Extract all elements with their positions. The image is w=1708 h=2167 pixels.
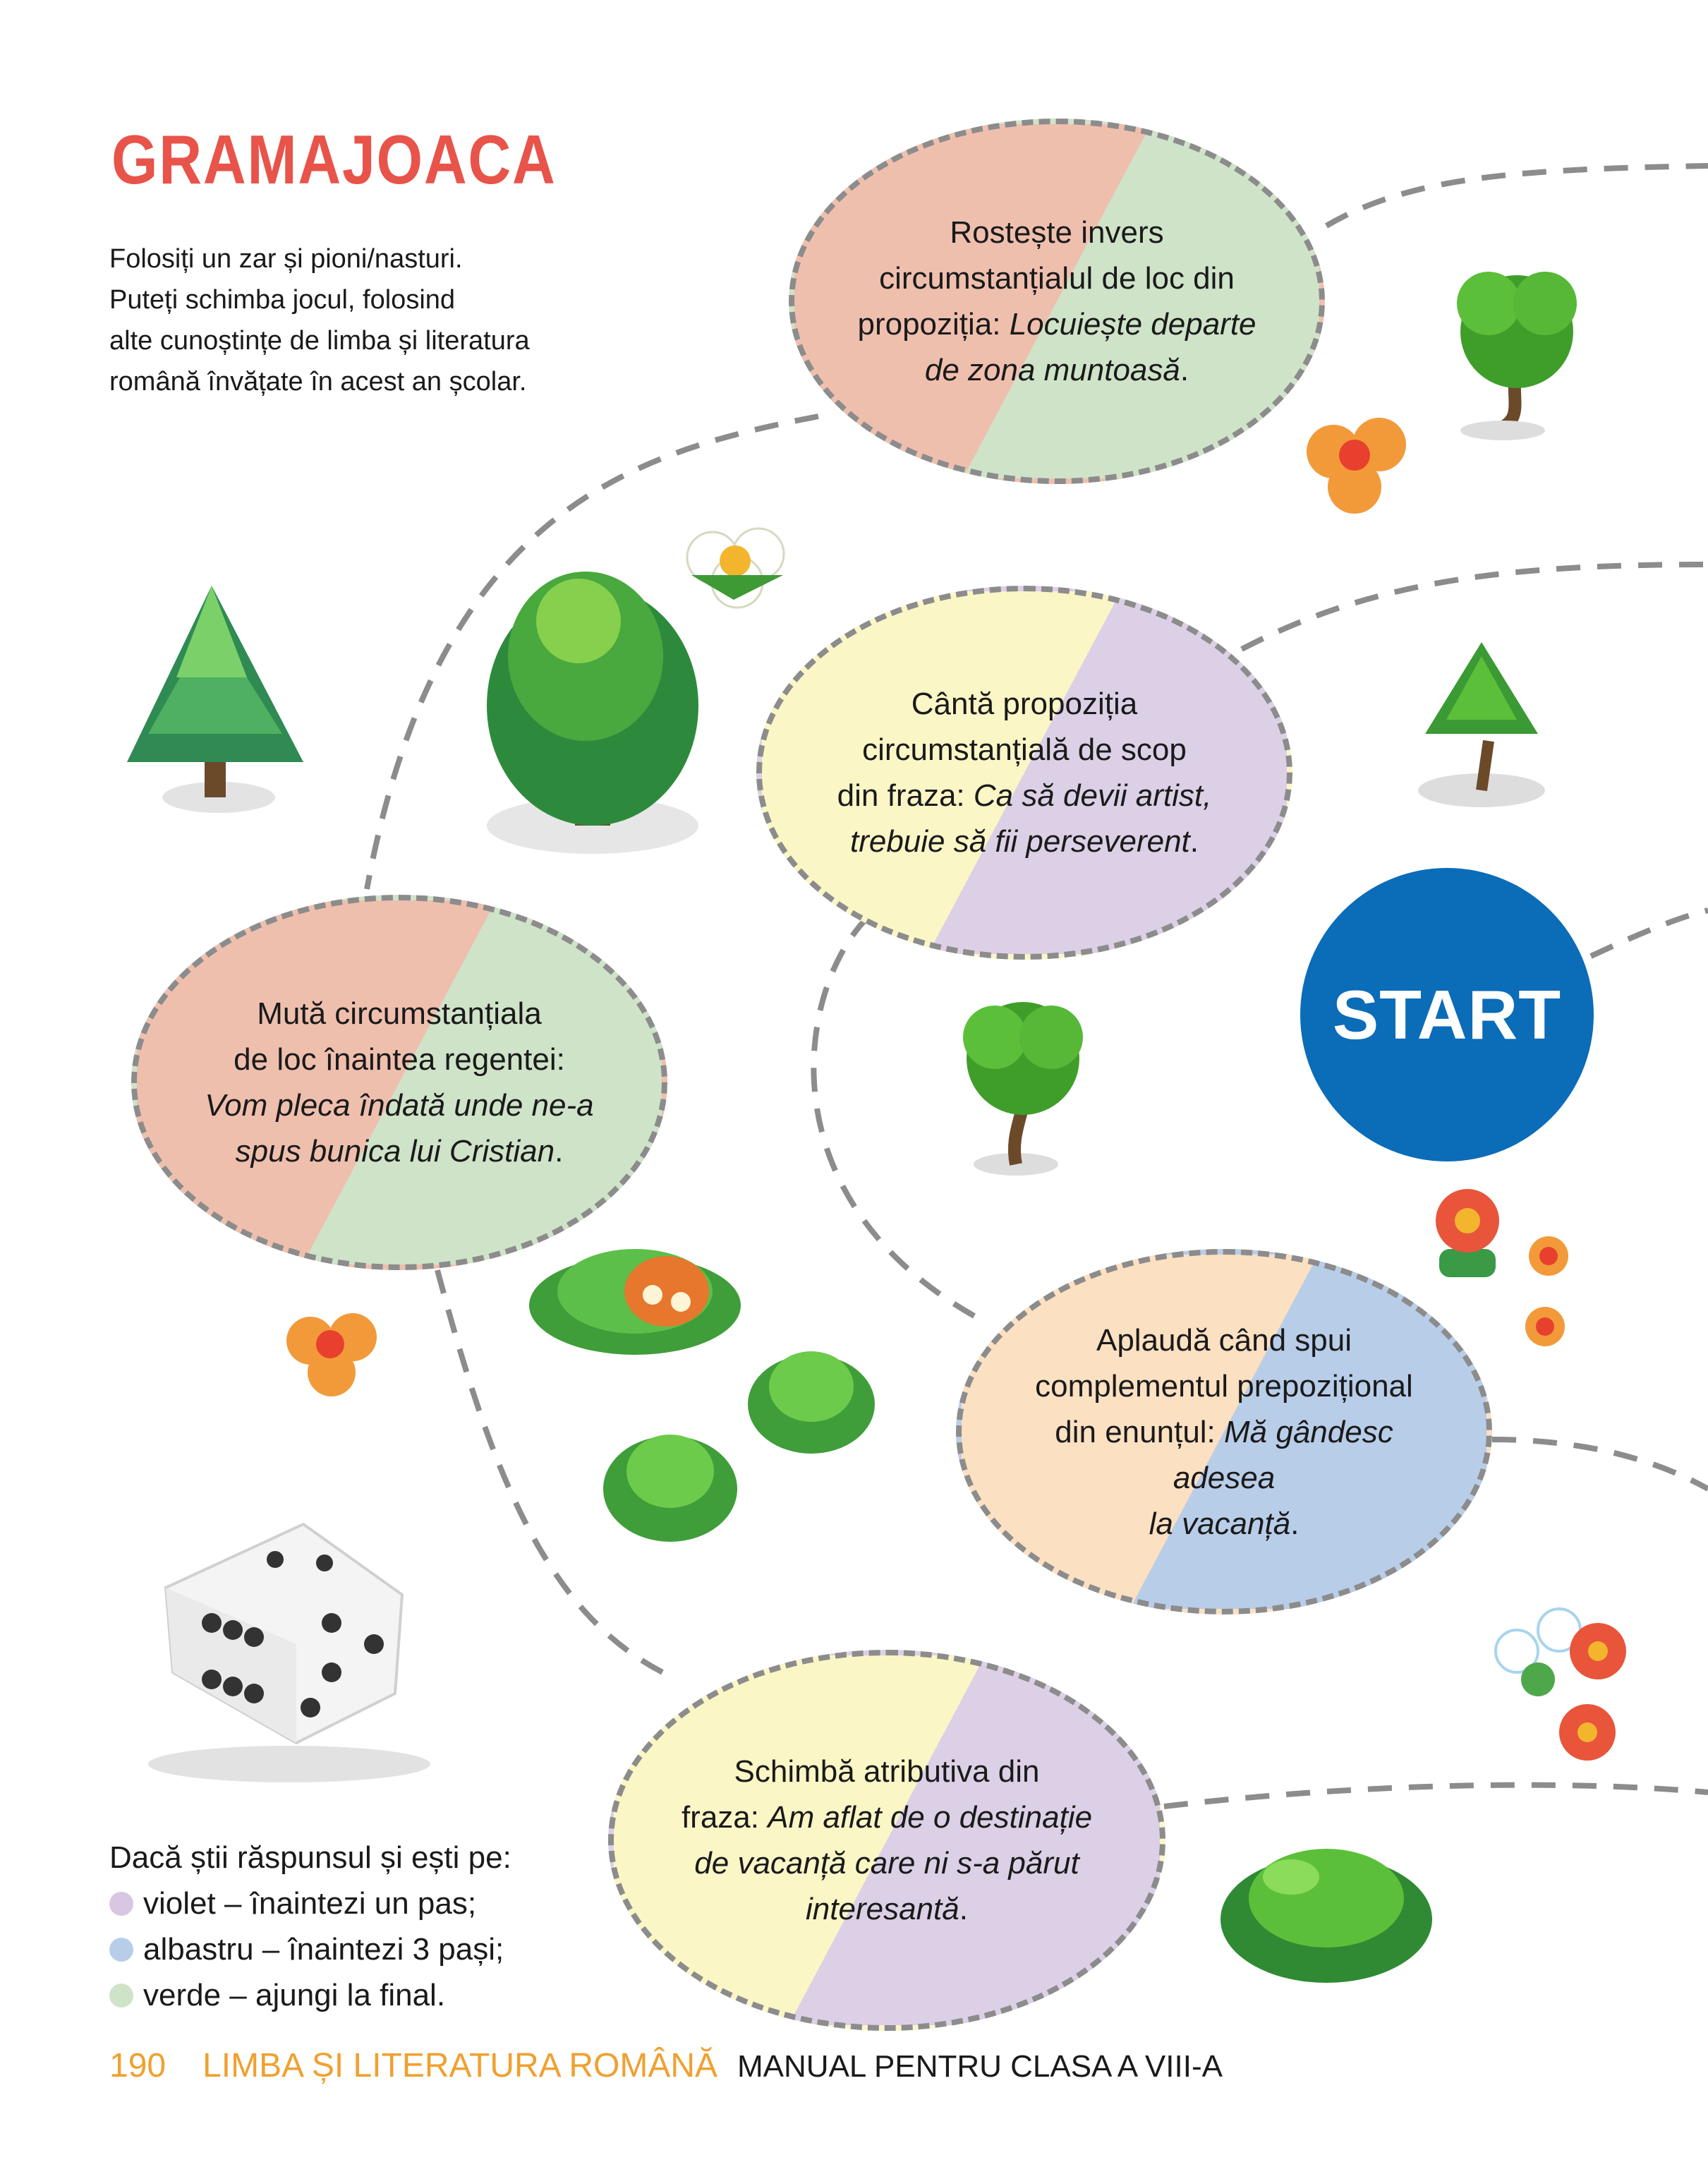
- tree-icon: [127, 586, 303, 813]
- flower-icon: [1307, 418, 1406, 514]
- legend: Dacă știi răspunsul și ești pe: violet –…: [109, 1835, 511, 2018]
- legend-item: violet – înaintezi un pas;: [109, 1881, 511, 1926]
- legend-item: verde – ajungi la final.: [109, 1972, 511, 2018]
- text-line: Rostește invers: [950, 215, 1164, 250]
- flower-icon: [286, 1313, 377, 1396]
- flower-icon: [1436, 1189, 1568, 1346]
- intro-line: Puteți schimba jocul, folosind: [109, 285, 456, 315]
- intro-text: Folosiți un zar și pioni/nasturi. Puteți…: [109, 239, 617, 402]
- text-line: fraza:: [681, 1800, 768, 1835]
- punctuation: .: [1290, 1506, 1300, 1541]
- game-space-1[interactable]: Rostește invers circumstanțialul de loc …: [789, 119, 1325, 484]
- legend-item-label: verde – ajungi la final.: [143, 1978, 446, 2012]
- example-text: spus bunica lui Cristian: [235, 1134, 555, 1169]
- page-footer: 190 LIMBA ȘI LITERATURA ROMÂNĂ MANUAL PE…: [109, 2046, 1223, 2085]
- flower-icon: [686, 527, 785, 609]
- example-text: Am aflat de o destinație: [768, 1800, 1093, 1835]
- game-space-3[interactable]: Mută circumstanțiala de loc înaintea reg…: [131, 895, 667, 1270]
- intro-line: alte cunoștințe de limba și literatura: [109, 326, 530, 356]
- legend-item-label: violet – înaintezi un pas;: [143, 1886, 477, 1921]
- violet-dot-icon: [109, 1891, 133, 1916]
- subject-title: LIMBA ȘI LITERATURA ROMÂNĂ: [202, 2047, 718, 2084]
- manual-title: MANUAL PENTRU CLASA A VIII-A: [737, 2049, 1223, 2084]
- start-space[interactable]: START: [1300, 868, 1594, 1161]
- punctuation: .: [555, 1134, 564, 1169]
- blue-dot-icon: [109, 1937, 133, 1962]
- bush-icon: [1221, 1849, 1432, 1983]
- game-space-text: Mută circumstanțiala de loc înaintea reg…: [162, 991, 636, 1174]
- text-line: din enunțul:: [1055, 1414, 1225, 1449]
- text-line: circumstanțială de scop: [862, 732, 1187, 767]
- game-space-text: Aplaudă când spui complementul prepoziți…: [962, 1317, 1486, 1547]
- text-line: Aplaudă când spui: [1096, 1322, 1352, 1358]
- punctuation: .: [959, 1892, 968, 1926]
- example-text: Locuiește departe: [1009, 307, 1256, 342]
- tree-icon: [1457, 272, 1577, 440]
- punctuation: .: [1180, 353, 1189, 387]
- text-line: propoziția:: [857, 307, 1010, 342]
- punctuation: .: [1189, 824, 1199, 859]
- example-text: la vacanță: [1149, 1506, 1291, 1541]
- dice-icon: [148, 1522, 430, 1782]
- example-text: de vacanță care ni s-a părut: [694, 1846, 1079, 1881]
- page-number: 190: [109, 2047, 166, 2084]
- game-path: [364, 163, 1708, 1809]
- text-line: complementul prepozițional: [1035, 1368, 1413, 1404]
- bush-icon: [603, 1351, 875, 1542]
- tree-icon: [487, 572, 698, 854]
- flower-icon: [1494, 1607, 1626, 1761]
- example-text: Ca să devii artist,: [973, 778, 1212, 813]
- game-space-5[interactable]: Schimbă atributiva din fraza: Am aflat d…: [608, 1650, 1165, 2031]
- page-title: GRAMAJOACA: [111, 121, 557, 198]
- example-text: Vom pleca îndată unde ne-a: [205, 1088, 594, 1123]
- intro-line: română învățate în acest an școlar.: [109, 367, 527, 397]
- game-space-2[interactable]: Cântă propoziția circumstanțială de scop…: [756, 586, 1292, 960]
- intro-line: Folosiți un zar și pioni/nasturi.: [109, 244, 463, 274]
- legend-item-label: albastru – înaintezi 3 pași;: [143, 1932, 504, 1967]
- game-space-text: Cântă propoziția circumstanțială de scop…: [795, 681, 1254, 864]
- text-line: Cântă propoziția: [911, 687, 1138, 721]
- tree-icon: [963, 1002, 1083, 1176]
- green-dot-icon: [109, 1983, 133, 2008]
- start-label: START: [1332, 975, 1562, 1054]
- text-line: Mută circumstanțiala: [257, 996, 542, 1031]
- example-text: Mă gândesc adesea: [1173, 1414, 1393, 1495]
- legend-heading: Dacă știi răspunsul și ești pe:: [109, 1840, 511, 1875]
- tree-icon: [1418, 642, 1545, 807]
- text-line: din fraza:: [837, 778, 974, 813]
- game-space-text: Schimbă atributiva din fraza: Am aflat d…: [639, 1749, 1134, 1932]
- example-text: interesantă: [806, 1892, 959, 1926]
- text-line: de loc înaintea regentei:: [234, 1042, 565, 1077]
- example-text: de zona muntoasă: [924, 353, 1180, 387]
- example-text: trebuie să fii perseverent: [849, 824, 1190, 859]
- bush-icon: [529, 1249, 741, 1355]
- game-space-4[interactable]: Aplaudă când spui complementul prepoziți…: [956, 1249, 1492, 1614]
- legend-item: albastru – înaintezi 3 pași;: [109, 1926, 511, 1972]
- text-line: Schimbă atributiva din: [734, 1754, 1040, 1789]
- text-line: circumstanțialul de loc din: [879, 261, 1235, 296]
- game-space-text: Rostește invers circumstanțialul de loc …: [815, 210, 1298, 393]
